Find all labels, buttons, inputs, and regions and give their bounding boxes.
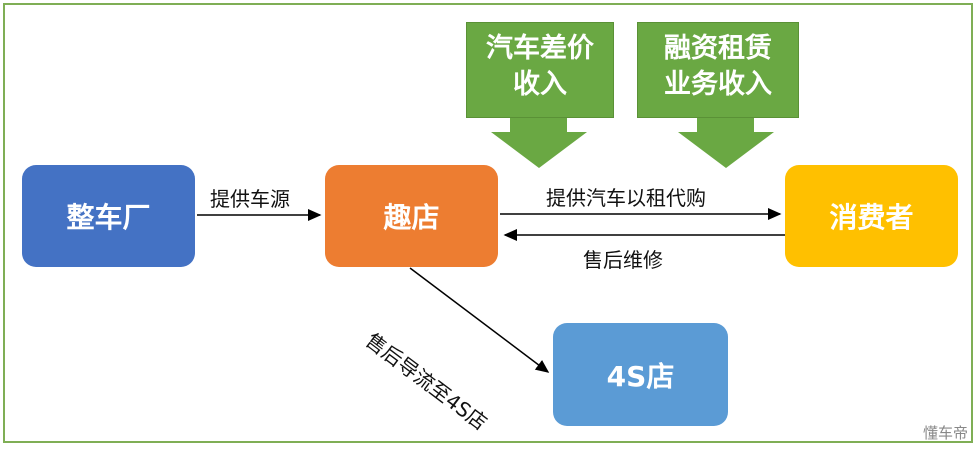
diagram-frame (3, 3, 973, 443)
revenue-leasing: 融资租赁 业务收入 (637, 22, 799, 118)
revenue-leasing-line1: 融资租赁 (664, 33, 772, 64)
node-qudian: 趣店 (325, 165, 498, 267)
node-factory: 整车厂 (22, 165, 195, 267)
node-4s-store: 4S店 (553, 323, 728, 426)
revenue-car-price-line2: 收入 (513, 69, 567, 100)
edge-label-lease: 提供汽车以租代购 (546, 186, 706, 210)
watermark: 懂车帝 (922, 424, 968, 442)
revenue-car-price-line1: 汽车差价 (486, 33, 594, 64)
revenue-car-price: 汽车差价 收入 (466, 22, 614, 118)
edge-label-supply: 提供车源 (210, 187, 290, 211)
edge-label-aftersales: 售后维修 (583, 248, 663, 272)
revenue-leasing-line2: 业务收入 (664, 69, 772, 100)
node-consumer: 消费者 (785, 165, 958, 267)
